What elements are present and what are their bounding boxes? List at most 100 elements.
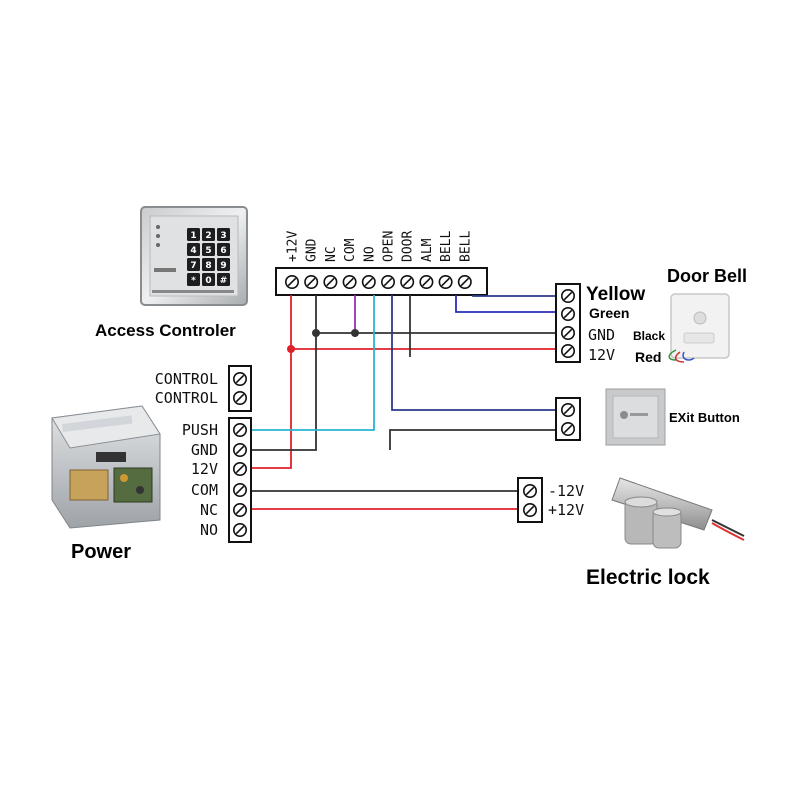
lock-terminal-label: +12V	[548, 501, 584, 519]
terminal-screw	[361, 274, 376, 289]
svg-text:4: 4	[190, 246, 196, 256]
wire	[455, 295, 556, 313]
terminal-label: ALM	[420, 238, 435, 262]
door-bell-label: Door Bell	[667, 266, 747, 286]
controller-terminal-screws	[284, 274, 472, 289]
wire	[391, 295, 556, 411]
svg-text:1: 1	[190, 231, 196, 241]
terminal-screw	[438, 274, 453, 289]
terminal-screw	[522, 502, 537, 517]
keypad-key: #	[217, 273, 230, 286]
keypad-key: 3	[217, 228, 230, 241]
wires	[252, 295, 556, 510]
power-terminal-screws	[233, 371, 248, 537]
keypad-key: 0	[202, 273, 215, 286]
keypad-key: 6	[217, 243, 230, 256]
terminal-screw	[419, 274, 434, 289]
electric-lock-device	[611, 477, 745, 549]
junction-dot	[312, 329, 320, 337]
terminal-label: NC	[324, 246, 339, 262]
power-terminal-label: NC	[200, 501, 218, 519]
terminal-screw	[304, 274, 319, 289]
power-terminal-label: GND	[191, 441, 218, 459]
terminal-screw	[457, 274, 472, 289]
power-terminal-label: CONTROL	[155, 370, 218, 388]
terminal-label: GND	[305, 238, 320, 262]
power-terminal-label: CONTROL	[155, 389, 218, 407]
terminal-label: COM	[343, 238, 358, 262]
lock-terminal-label: -12V	[548, 482, 584, 500]
terminal-screw	[233, 502, 248, 517]
keypad-key: *	[187, 273, 200, 286]
svg-text:*: *	[191, 276, 196, 286]
terminal-screw	[560, 306, 575, 321]
terminal-screw	[522, 483, 537, 498]
terminal-screw	[233, 422, 248, 437]
terminal-label: NO	[362, 246, 377, 262]
terminal-screw	[560, 325, 575, 340]
power-label: Power	[71, 541, 131, 563]
terminal-screw	[233, 390, 248, 405]
wire	[252, 295, 375, 431]
svg-text:2: 2	[205, 231, 211, 241]
terminal-label: +12V	[286, 231, 301, 262]
access-controller-label: Access Controler	[95, 321, 236, 340]
terminal-screw	[233, 442, 248, 457]
svg-text:6: 6	[220, 246, 226, 256]
lock-terminal-labels: -12V+12V	[548, 482, 584, 519]
wire	[252, 295, 556, 451]
terminal-screw	[380, 274, 395, 289]
terminal-screw	[560, 402, 575, 417]
keypad-key: 2	[202, 228, 215, 241]
terminal-label: DOOR	[401, 231, 416, 262]
junction-dot	[287, 345, 295, 353]
wire	[252, 295, 556, 469]
power-terminal-label: NO	[200, 521, 218, 539]
terminal-screw	[233, 482, 248, 497]
terminal-label: BELL	[458, 231, 473, 262]
wire-green-label: Green	[589, 305, 629, 321]
exit-button-device	[605, 388, 666, 446]
svg-text:8: 8	[205, 261, 211, 271]
exit-button-label: EXit Button	[669, 410, 740, 425]
controller-terminal-labels: +12V GND NC COM NO OPEN DOOR ALM BELL BELL	[286, 231, 474, 262]
terminal-label: BELL	[439, 231, 454, 262]
svg-text:#: #	[220, 276, 228, 286]
power-terminal-label: PUSH	[182, 421, 218, 439]
svg-text:0: 0	[205, 276, 211, 286]
keypad-key: 4	[187, 243, 200, 256]
keypad-key: 7	[187, 258, 200, 271]
terminal-screw	[342, 274, 357, 289]
doorbell-terminal-screws	[560, 288, 575, 358]
svg-text:5: 5	[205, 246, 211, 256]
wire-red-label: Red	[635, 349, 661, 365]
terminal-screw	[233, 371, 248, 386]
keypad-key: 9	[217, 258, 230, 271]
exit-terminal-screws	[560, 402, 575, 436]
keypad-key: 1	[187, 228, 200, 241]
keypad-key: 5	[202, 243, 215, 256]
terminal-screw	[400, 274, 415, 289]
terminal-screw	[233, 461, 248, 476]
terminal-screw	[560, 343, 575, 358]
power-terminal-label: 12V	[191, 460, 218, 478]
junction-dot	[351, 329, 359, 337]
terminal-label: OPEN	[382, 231, 397, 262]
lock-terminal-screws	[522, 483, 537, 517]
wire-black-label: Black	[633, 329, 665, 343]
wire-12v-label: 12V	[588, 346, 615, 364]
svg-text:9: 9	[220, 261, 226, 271]
terminal-screw	[323, 274, 338, 289]
terminal-screw	[284, 274, 299, 289]
power-terminal-label: COM	[191, 481, 218, 499]
electric-lock-label: Electric lock	[586, 566, 710, 589]
terminal-screw	[560, 288, 575, 303]
terminal-screw	[560, 421, 575, 436]
wire-gnd-label: GND	[588, 326, 615, 344]
wire	[472, 295, 556, 297]
keypad-key: 8	[202, 258, 215, 271]
